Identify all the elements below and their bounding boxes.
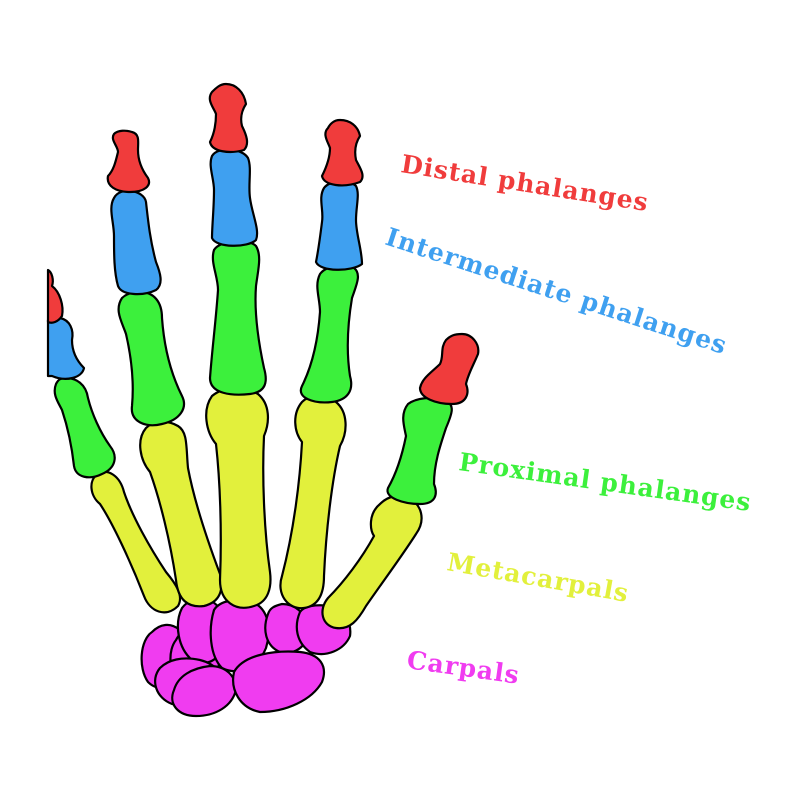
label-proximal-phalanges: Proximal phalanges	[457, 447, 753, 517]
distal-phalanges	[46, 82, 480, 406]
intermediate-phalanx-pinky	[46, 316, 86, 380]
label-carpals: Carpals	[405, 645, 521, 690]
intermediate-phalanx-ring	[110, 189, 162, 296]
metacarpal-thumb	[321, 494, 423, 630]
distal-phalanx-middle	[208, 82, 249, 153]
distal-phalanx-index	[320, 118, 364, 187]
metacarpal-middle	[205, 387, 272, 609]
intermediate-phalanx-middle	[209, 148, 259, 247]
label-intermediate-phalanges: Intermediate phalanges	[382, 222, 731, 360]
metacarpal-index	[279, 394, 347, 610]
proximal-phalanx-pinky	[53, 376, 116, 479]
proximal-phalanges	[53, 240, 453, 506]
intermediate-phalanx-index	[314, 179, 364, 271]
carpal-bones	[140, 598, 352, 718]
metacarpal-bones	[90, 387, 423, 630]
metacarpal-ring	[139, 420, 223, 608]
label-distal-phalanges: Distal phalanges	[399, 149, 651, 217]
proximal-phalanx-thumb	[386, 396, 453, 506]
distal-phalanx-pinky	[46, 268, 64, 324]
distal-phalanx-thumb	[418, 332, 480, 406]
distal-phalanx-ring	[106, 129, 151, 194]
label-metacarpals: Metacarpals	[445, 547, 631, 608]
proximal-phalanx-middle	[208, 240, 267, 396]
metacarpal-pinky	[90, 470, 182, 614]
carpal-bone	[232, 650, 326, 714]
proximal-phalanx-ring	[117, 290, 186, 427]
proximal-phalanx-index	[299, 264, 360, 404]
intermediate-phalanges	[46, 148, 364, 380]
